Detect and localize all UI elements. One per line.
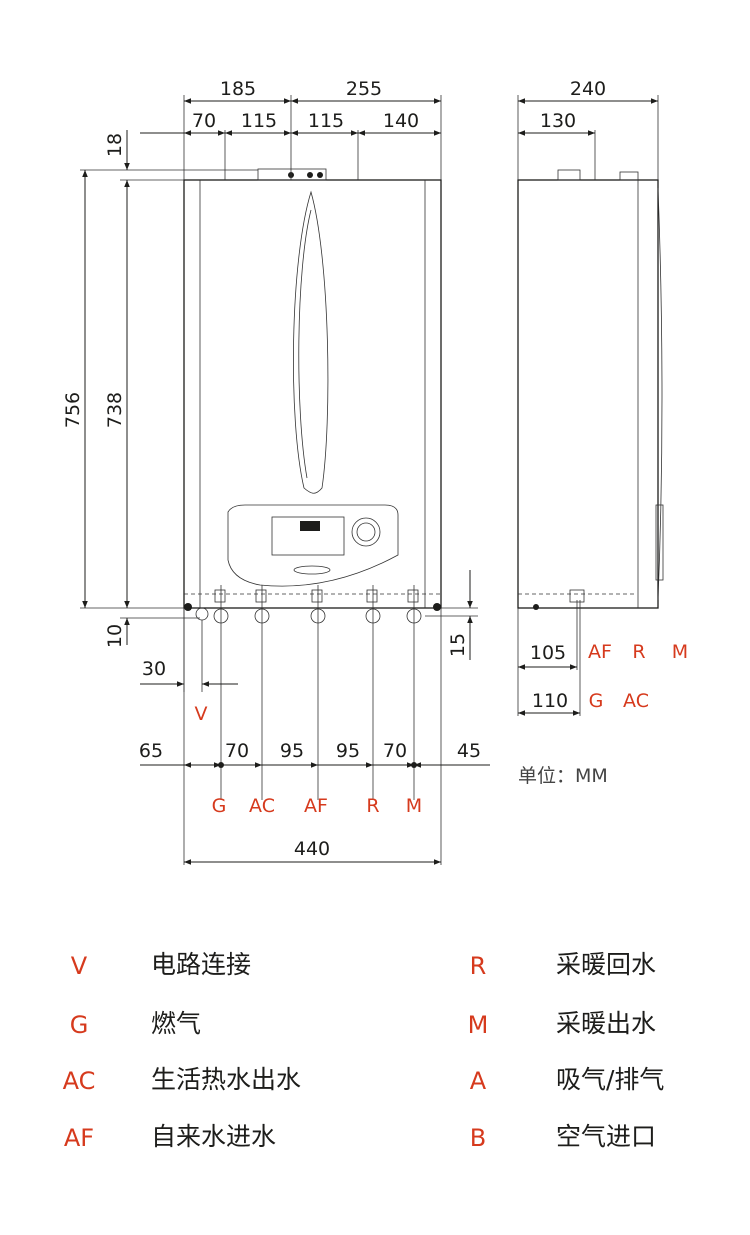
side-label-M: M xyxy=(672,641,688,663)
dim-756: 756 xyxy=(62,392,84,428)
control-panel xyxy=(227,504,399,587)
dim-95-a: 95 xyxy=(280,740,304,762)
side-panel-edge xyxy=(655,504,664,581)
legend-desc-AF: 自来水进水 xyxy=(151,1122,276,1151)
legend-code-R: R xyxy=(470,952,487,980)
legend-desc-R: 采暖回水 xyxy=(556,950,656,979)
front-left-dimensions: 18 756 738 10 xyxy=(62,130,258,648)
legend-code-M: M xyxy=(468,1011,489,1039)
dim-70-b: 70 xyxy=(383,740,407,762)
unit-label: 单位：MM xyxy=(518,765,608,787)
label-AF: AF xyxy=(304,795,328,817)
legend-code-AF: AF xyxy=(64,1124,94,1152)
dim-18: 18 xyxy=(104,133,126,157)
label-G: G xyxy=(212,795,227,817)
legend-desc-V: 电路连接 xyxy=(151,950,251,979)
dim-185: 185 xyxy=(220,78,256,100)
dim-240: 240 xyxy=(570,78,606,100)
dim-130: 130 xyxy=(540,110,576,132)
dim-70-top: 70 xyxy=(192,110,216,132)
front-lens xyxy=(293,190,329,494)
legend: V 电路连接 G 燃气 AC 生活热水出水 AF 自来水进水 R 采暖回水 M … xyxy=(63,950,665,1152)
side-label-AF: AF xyxy=(588,641,612,663)
dim-95-b: 95 xyxy=(336,740,360,762)
top-connectors xyxy=(257,168,327,181)
dim-440: 440 xyxy=(294,838,330,860)
legend-desc-A: 吸气/排气 xyxy=(556,1065,664,1094)
side-label-AC: AC xyxy=(623,690,649,712)
label-AC: AC xyxy=(249,795,275,817)
legend-code-A: A xyxy=(470,1067,487,1095)
dim-110: 110 xyxy=(532,690,568,712)
side-view: 240 130 105 110 AF R M G AC 单位：MM xyxy=(517,78,688,787)
pressure-gauge xyxy=(351,517,381,547)
legend-code-V: V xyxy=(71,952,88,980)
dim-738: 738 xyxy=(104,392,126,428)
dim-65: 65 xyxy=(139,740,163,762)
dim-70-a: 70 xyxy=(225,740,249,762)
dim-45: 45 xyxy=(457,740,481,762)
v-offset-dimension: 30 V xyxy=(140,608,238,725)
dim-140: 140 xyxy=(383,110,419,132)
front-top-dimensions: 185 255 70 115 115 140 xyxy=(140,78,442,180)
dim-10: 10 xyxy=(104,624,126,648)
label-V: V xyxy=(195,703,208,725)
front-bottom-dimensions: 65 70 95 95 70 45 G AC AF R M 440 xyxy=(139,608,490,865)
dim-115-a: 115 xyxy=(241,110,277,132)
side-label-G: G xyxy=(589,690,604,712)
dim-105: 105 xyxy=(530,642,566,664)
boiler-body-front xyxy=(183,179,442,609)
front-view xyxy=(183,168,442,800)
bottom-pipe-stubs xyxy=(214,589,419,603)
legend-code-AC: AC xyxy=(63,1067,96,1095)
legend-code-B: B xyxy=(470,1124,486,1152)
panel-display xyxy=(271,516,345,556)
label-R: R xyxy=(366,795,379,817)
boiler-body-side xyxy=(517,179,659,609)
legend-desc-M: 采暖出水 xyxy=(556,1009,656,1038)
dim-255: 255 xyxy=(346,78,382,100)
side-label-R: R xyxy=(632,641,645,663)
dim-30: 30 xyxy=(142,658,166,680)
legend-code-G: G xyxy=(70,1011,89,1039)
legend-desc-AC: 生活热水出水 xyxy=(151,1065,301,1094)
dim-15: 15 xyxy=(447,633,469,657)
front-right-dimensions: 15 xyxy=(425,570,478,660)
label-M: M xyxy=(406,795,422,817)
legend-desc-B: 空气进口 xyxy=(556,1122,656,1151)
dim-115-b: 115 xyxy=(308,110,344,132)
legend-desc-G: 燃气 xyxy=(151,1009,201,1038)
